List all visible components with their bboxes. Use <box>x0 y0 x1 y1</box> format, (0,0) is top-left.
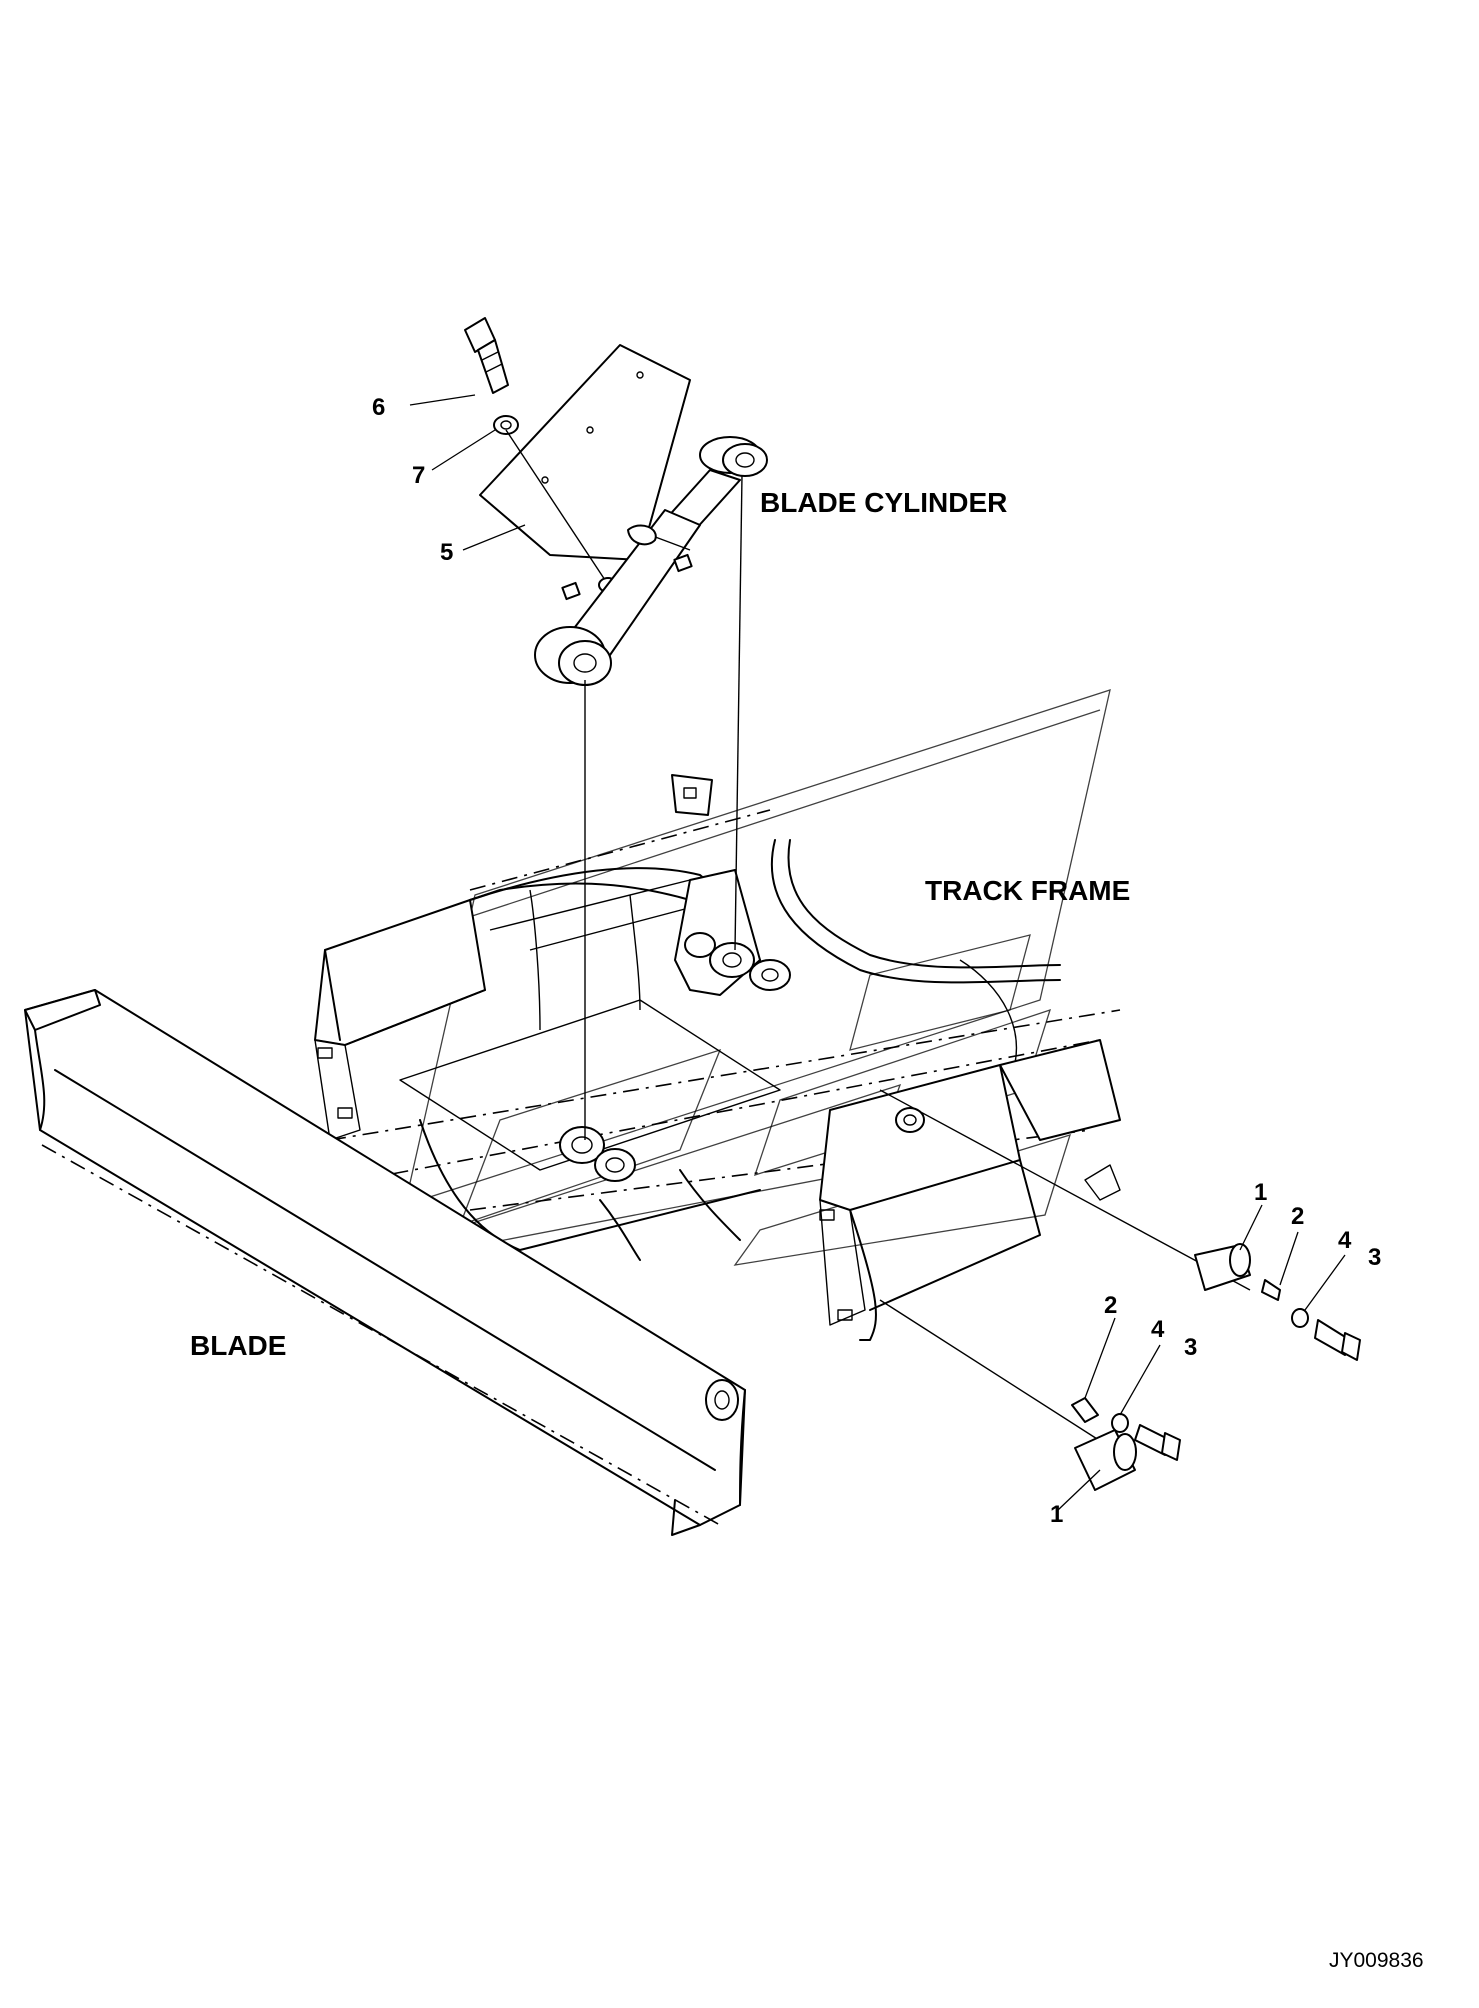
blade-cylinder <box>534 436 768 686</box>
label-blade: BLADE <box>190 1330 286 1361</box>
callout-6: 6 <box>372 394 385 421</box>
callout-1-lower: 1 <box>1050 1501 1063 1528</box>
label-track-frame: TRACK FRAME <box>925 875 1130 906</box>
pin-set-lower <box>879 1299 1181 1491</box>
cover-plate-part-5 <box>479 344 691 561</box>
callout-4-upper: 4 <box>1338 1227 1352 1254</box>
label-blade-cylinder: BLADE CYLINDER <box>760 487 1007 518</box>
callout-7: 7 <box>412 462 425 489</box>
callout-4-lower: 4 <box>1151 1316 1165 1343</box>
callout-2-upper: 2 <box>1291 1203 1304 1230</box>
washer-part-7 <box>493 415 519 435</box>
callout-2-lower: 2 <box>1104 1292 1117 1319</box>
document-id: JY009836 <box>1329 1949 1424 1972</box>
callout-3-upper: 3 <box>1368 1244 1381 1271</box>
blade <box>24 989 746 1536</box>
bolt-part-6 <box>464 317 509 394</box>
track-frame <box>314 774 1121 1341</box>
leader-lines <box>409 394 1346 1511</box>
callout-5: 5 <box>440 539 453 566</box>
callout-1-upper: 1 <box>1254 1179 1267 1206</box>
pin-set-upper <box>879 1089 1361 1361</box>
callout-3-lower: 3 <box>1184 1334 1197 1361</box>
